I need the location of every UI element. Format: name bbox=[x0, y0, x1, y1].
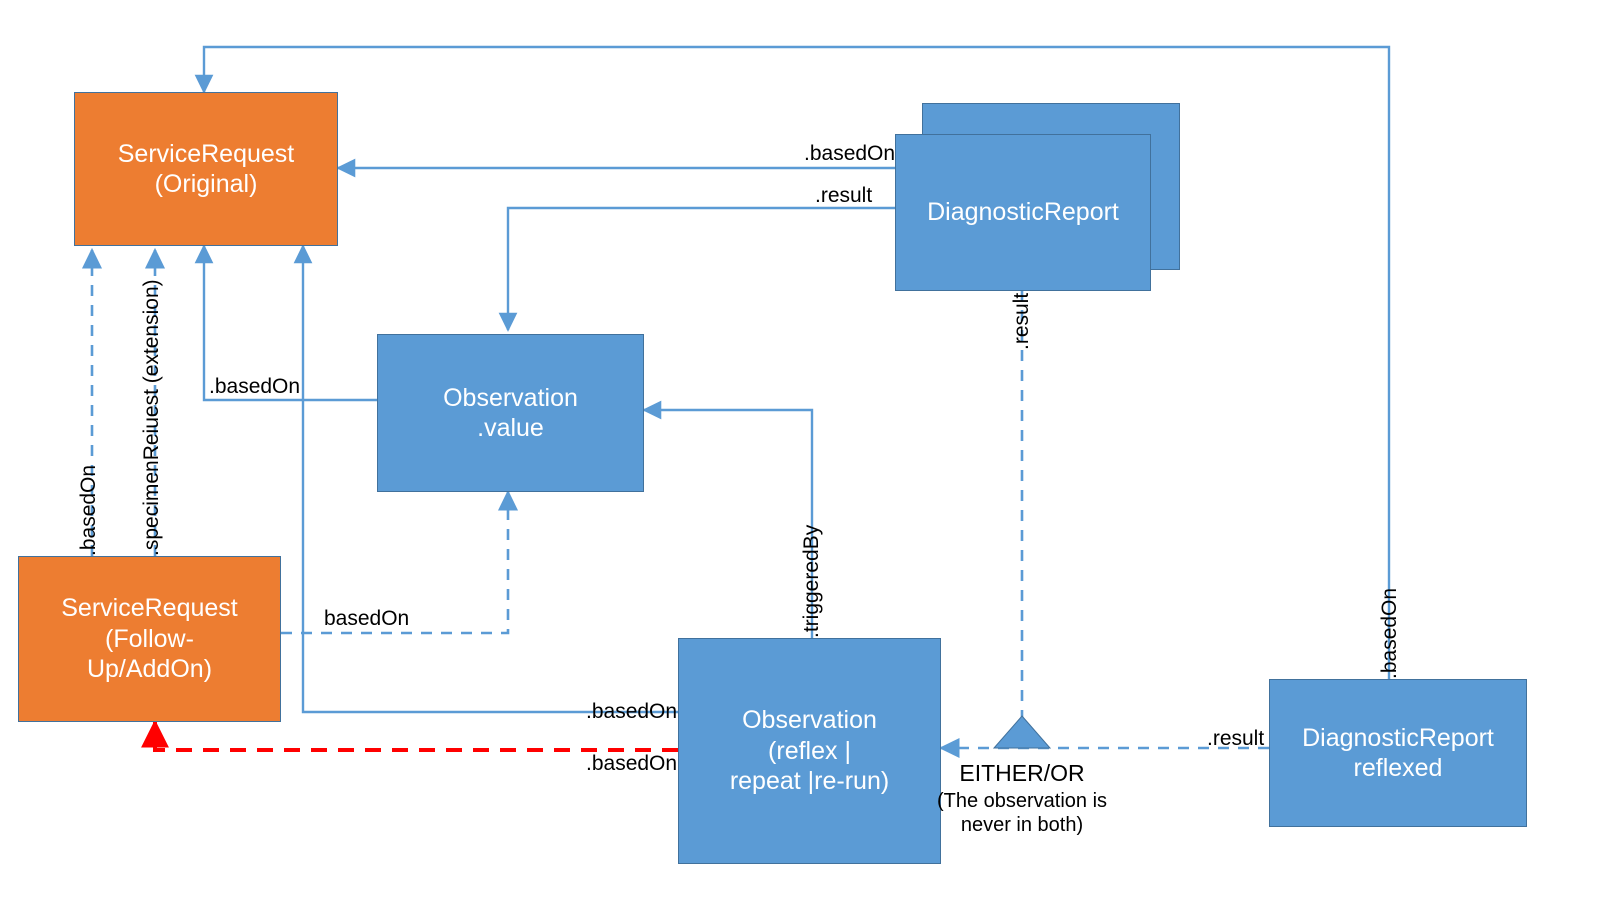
either-or-note-line-2: never in both) bbox=[960, 814, 1084, 836]
edge-dr-result-to-observation-value bbox=[498, 206, 895, 332]
edge-label-sr-based-on-vertical: .basedOn bbox=[77, 464, 100, 556]
edge-label-triggered-by-vertical: .triggeredBy bbox=[800, 524, 823, 638]
node-service-request-original[interactable]: ServiceRequest (Original) bbox=[74, 92, 338, 246]
edge-observation-reflex-triggeredby-to-observation-value bbox=[642, 400, 814, 638]
node-diagnostic-report-reflexed[interactable]: DiagnosticReport reflexed bbox=[1269, 679, 1527, 827]
node-observation-reflex[interactable]: Observation (reflex | repeat |re-run) bbox=[678, 638, 941, 864]
node-service-request-followup[interactable]: ServiceRequest (Follow- Up/AddOn) bbox=[18, 556, 281, 722]
edge-label-sr-specimen-request-vertical: .specimenReiuest (extension) bbox=[140, 279, 163, 556]
edge-label-reflex-based-on: .basedOn bbox=[586, 700, 678, 723]
edge-label-result-vertical: .result bbox=[1010, 292, 1033, 350]
edge-label-dr-reflexed-result: .result bbox=[1207, 727, 1265, 750]
edge-label-observation-value-based-on: .basedOn bbox=[209, 375, 301, 398]
edge-dr-stack-to-sr-original-top bbox=[194, 45, 1391, 103]
edge-label-followup-based-on: basedOn bbox=[324, 607, 410, 630]
edge-label-dr-based-on: .basedOn bbox=[804, 142, 896, 165]
edge-label-dr-result: .result bbox=[815, 184, 873, 207]
edge-observation-reflex-basedon-to-followup bbox=[141, 719, 678, 752]
either-or-note-line-1: (The observation is bbox=[936, 790, 1108, 812]
node-observation-value[interactable]: Observation .value bbox=[377, 334, 644, 492]
edge-label-reflex-based-on-red: .basedOn bbox=[586, 752, 678, 775]
node-diagnostic-report[interactable]: DiagnosticReport bbox=[895, 134, 1151, 291]
either-or-title: EITHER/OR bbox=[959, 760, 1085, 786]
either-or-triangle bbox=[992, 715, 1052, 749]
edge-label-dr-reflexed-based-on-vertical: .basedOn bbox=[1378, 587, 1401, 679]
